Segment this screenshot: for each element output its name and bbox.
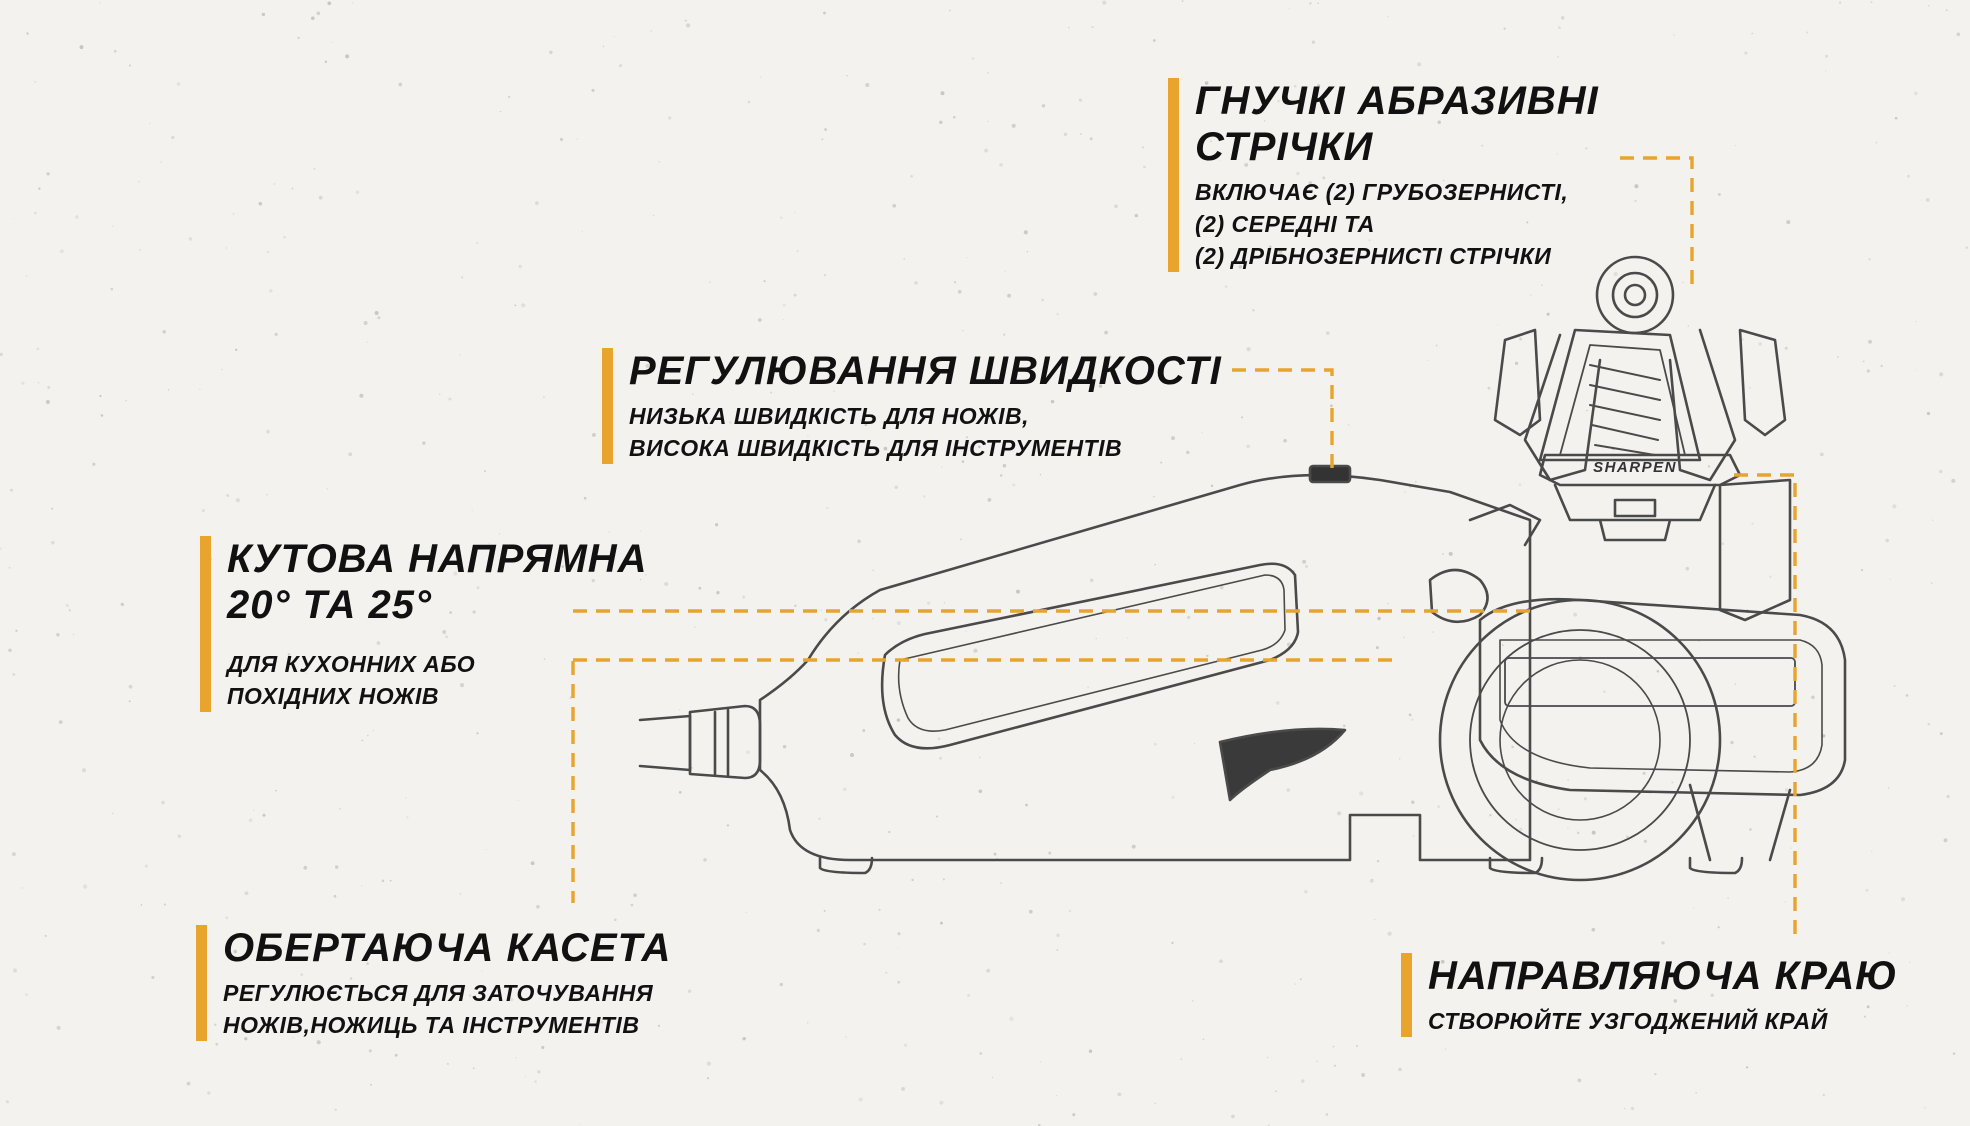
callout-angle: КУТОВА НАПРЯМНА 20° ТА 25° ДЛЯ КУХОННИХ … — [200, 536, 648, 712]
sharpen-plate-label: SHARPEN — [1593, 459, 1677, 476]
cord-plug — [688, 704, 762, 780]
cassette-plate-inner — [1499, 639, 1823, 773]
callout-belts-description: ВКЛЮЧАЄ (2) ГРУБОЗЕРНИСТІ, (2) СЕРЕДНІ Т… — [1195, 179, 1569, 269]
cassette-plate — [1478, 597, 1847, 797]
wheel-ring — [1499, 659, 1661, 821]
power-cord — [638, 714, 692, 772]
foot — [1688, 856, 1744, 875]
speed-switch — [1308, 464, 1352, 484]
wheel-cap — [1428, 568, 1489, 624]
callout-angle-description: ДЛЯ КУХОННИХ АБО ПОХІДНИХ НОЖІВ — [227, 651, 476, 709]
foot — [818, 856, 874, 875]
callout-belts: ГНУЧКІ АБРАЗИВНІ СТРІЧКИ ВКЛЮЧАЄ (2) ГРУ… — [1168, 78, 1599, 272]
handle-grip — [880, 562, 1300, 750]
leader-line-speed — [1232, 368, 1334, 468]
callout-angle-title: КУТОВА НАПРЯМНА 20° ТА 25° — [227, 537, 648, 627]
wheel-housing — [1438, 598, 1722, 882]
tension-spring — [1589, 364, 1661, 456]
top-pulley-hub — [1623, 283, 1647, 307]
leader-line-edge — [1734, 473, 1797, 940]
belt-tower-inner — [1559, 344, 1686, 456]
cassette-slot — [1504, 657, 1796, 707]
callout-belts-title: ГНУЧКІ АБРАЗИВНІ СТРІЧКИ — [1195, 79, 1599, 169]
cassette-leg — [1688, 783, 1792, 862]
callout-edge: НАПРАВЛЯЮЧА КРАЮ СТВОРЮЙТЕ УЗГОДЖЕНИЙ КР… — [1401, 953, 1898, 1037]
angle-guide — [1553, 483, 1717, 542]
cord-plug-ridges — [713, 708, 730, 778]
leader-lines — [571, 156, 1797, 940]
callout-cassette: ОБЕРТАЮЧА КАСЕТА РЕГУЛЮЄТЬСЯ ДЛЯ ЗАТОЧУВ… — [196, 925, 671, 1041]
top-pulley — [1595, 255, 1675, 335]
callout-edge-description: СТВОРЮЙТЕ УЗГОДЖЕНИЙ КРАЙ — [1428, 1008, 1828, 1034]
callout-speed: РЕГУЛЮВАННЯ ШВИДКОСТІ НИЗЬКА ШВИДКІСТЬ Д… — [602, 348, 1222, 464]
right-panel — [1718, 478, 1792, 622]
wheel-ring — [1469, 629, 1691, 851]
side-guard-right — [1738, 328, 1787, 437]
callout-cassette-title: ОБЕРТАЮЧА КАСЕТА — [223, 926, 672, 970]
leader-line-belts — [1620, 156, 1694, 290]
trigger — [1218, 727, 1347, 802]
sharpener-line-art — [638, 255, 1847, 882]
belt-tower — [1538, 328, 1702, 462]
leader-line-cassette — [571, 658, 1400, 903]
top-pulley-inner — [1611, 271, 1659, 319]
callout-cassette-description: РЕГУЛЮЄТЬСЯ ДЛЯ ЗАТОЧУВАННЯ НОЖІВ,НОЖИЦЬ… — [223, 980, 654, 1038]
belt-arm-right — [1668, 328, 1737, 482]
callout-edge-title: НАПРАВЛЯЮЧА КРАЮ — [1428, 954, 1898, 998]
angle-guide-arm — [1468, 503, 1542, 547]
side-guard-left — [1493, 328, 1542, 437]
handle-body — [758, 473, 1532, 862]
callout-speed-title: РЕГУЛЮВАННЯ ШВИДКОСТІ — [629, 349, 1222, 393]
callout-speed-description: НИЗЬКА ШВИДКІСТЬ ДЛЯ НОЖІВ, ВИСОКА ШВИДК… — [629, 403, 1123, 461]
handle-grip-inner — [897, 574, 1286, 732]
guide-slot — [1613, 498, 1657, 518]
